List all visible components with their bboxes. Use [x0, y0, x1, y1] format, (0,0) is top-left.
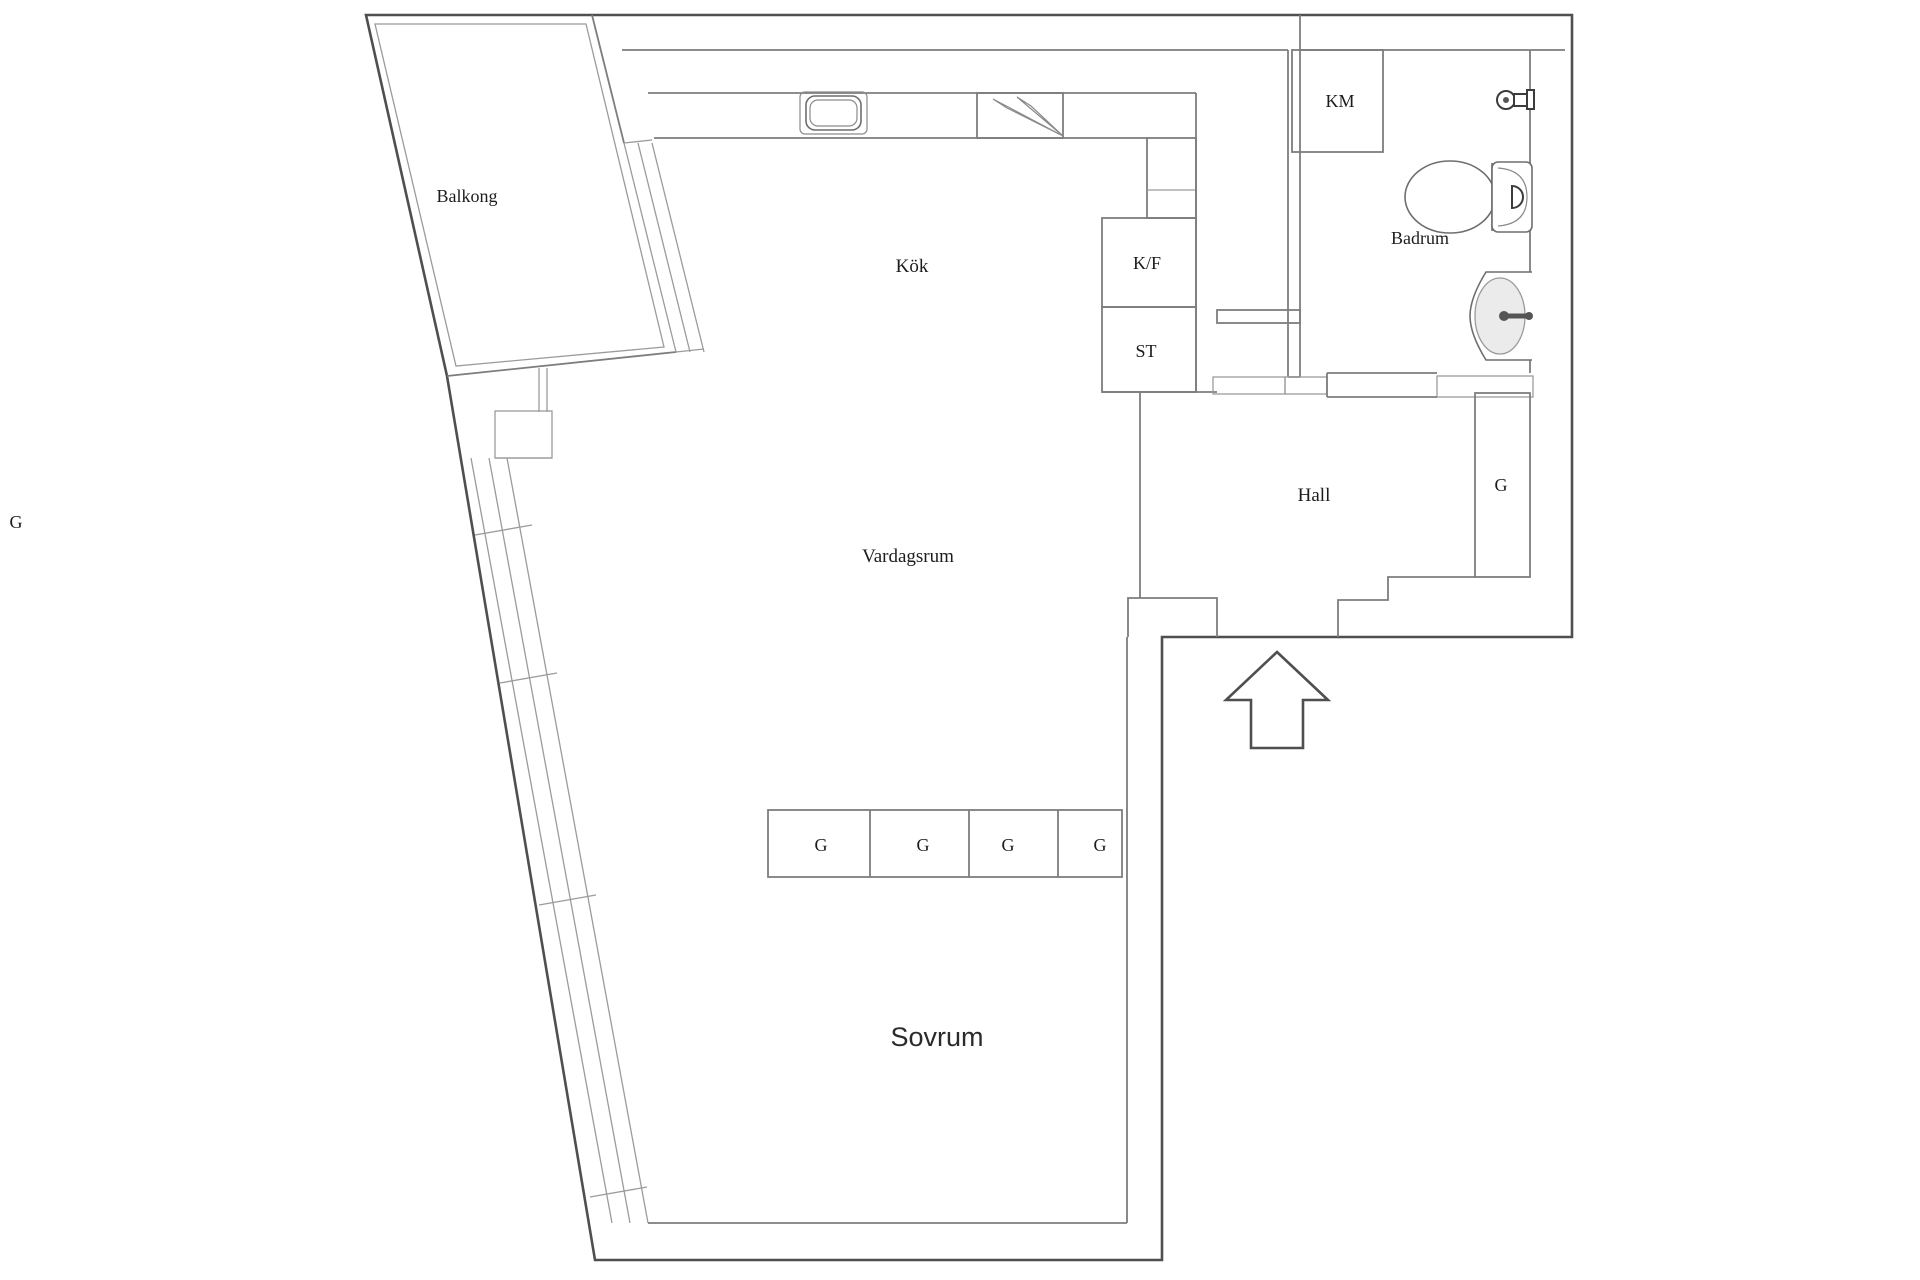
closet-km [1291, 49, 1384, 153]
window-wall-west [470, 457, 649, 1224]
label-st: ST [1135, 341, 1156, 361]
washbasin-icon [1469, 271, 1533, 361]
kitchen-counter [648, 92, 1196, 139]
flush-button [1511, 184, 1524, 210]
label-kok: Kök [896, 256, 929, 277]
wall-chunk [1216, 309, 1301, 324]
faucet-icon [1496, 89, 1535, 110]
label-badrum: Badrum [1391, 228, 1449, 248]
label-wardrobe-g: G [815, 835, 828, 855]
exterior-walls [364, 13, 1574, 1262]
entrance-arrow-icon [1222, 650, 1332, 750]
doorway-threshold [1436, 375, 1534, 398]
balcony-door [538, 368, 548, 412]
label-vardagsrum: Vardagsrum [862, 546, 954, 567]
toilet-icon [1404, 160, 1533, 234]
label-hall-g: G [1495, 475, 1508, 495]
label-wardrobe-g: G [1094, 835, 1107, 855]
label-hall: Hall [1298, 485, 1331, 506]
kitchen-cabinets [1101, 93, 1217, 393]
kitchen [648, 91, 1197, 219]
closet-hall-g [1474, 392, 1531, 578]
corner-cabinet-icon [976, 92, 1064, 139]
doorway-threshold [1284, 376, 1328, 395]
label-km: KM [1325, 91, 1354, 111]
bathroom-fixtures [1404, 89, 1535, 361]
kitchen-counter-return [1146, 137, 1197, 219]
wall-step [494, 410, 553, 459]
balcony-window-band [623, 139, 705, 353]
label-wardrobe-g: G [917, 835, 930, 855]
kitchen-sink-icon [799, 91, 868, 135]
label-left-g: G [10, 512, 23, 532]
label-sovrum: Sovrum [890, 1022, 983, 1052]
label-wardrobe-g: G [1002, 835, 1015, 855]
balcony [374, 23, 705, 459]
wardrobe-row [767, 809, 1123, 878]
label-kf: K/F [1133, 253, 1161, 273]
doorway-threshold [1212, 376, 1286, 395]
interior-walls [648, 15, 1534, 1224]
labels: Balkong Kök Vardagsrum Hall Badrum Sovru… [10, 91, 1508, 1052]
label-balkong: Balkong [437, 186, 498, 206]
